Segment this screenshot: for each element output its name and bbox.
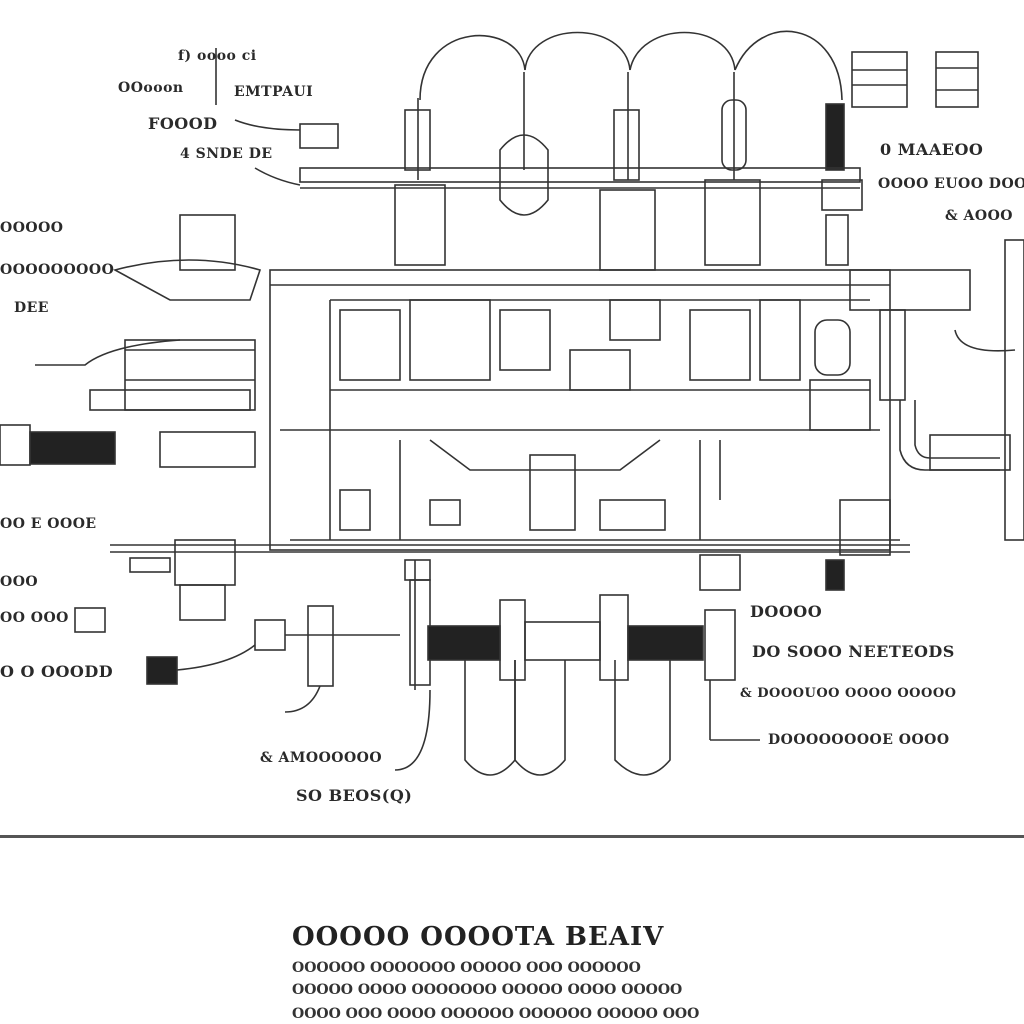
label-left-5: OOO	[0, 574, 39, 590]
arch-3	[629, 31, 736, 71]
label-right-low-2: DO SOOO NEETEODS	[752, 642, 955, 661]
label-right-low-1: DOOOO	[750, 602, 823, 621]
label-left-6: OO OOO	[0, 610, 69, 626]
label-left-7: O O OOODD	[0, 662, 114, 681]
label-right-top-2: OOOO EUOO DOOO	[878, 176, 1024, 192]
label-left-2: OOOOOOOOO	[0, 262, 115, 278]
arch-2	[524, 31, 631, 71]
label-top-left-5: 4 SNDE DE	[180, 146, 273, 162]
caption-line-2: OOOOO OOOO OOOOOOO OOOOO OOOO OOOOO	[292, 982, 683, 998]
label-bottom-center-1: & AMOOOOOO	[260, 750, 383, 766]
label-top-left-1: f) oooo ci	[178, 48, 257, 64]
label-left-3: DEE	[14, 300, 49, 316]
label-top-left-2: OOooon	[118, 80, 184, 96]
label-top-left-3: EMTPAUI	[234, 84, 314, 100]
caption-line-3: OOOO OOO OOOO OOOOOO OOOOOO OOOOO OOO	[292, 1006, 700, 1022]
separator-rule	[0, 835, 1024, 838]
caption-line-1: OOOOOO OOOOOOO OOOOO OOO OOOOOO	[292, 960, 641, 976]
label-right-low-4: DOOOOOOOOE OOOO	[768, 732, 950, 748]
label-left-4: OO E OOOE	[0, 516, 97, 532]
arch-4	[734, 30, 843, 101]
label-bottom-center-2: SO BEOS(Q)	[296, 786, 413, 805]
arch-1	[419, 34, 526, 101]
label-top-left-4: FOOOD	[148, 114, 218, 133]
caption-title: OOOOO OOOOTA BEAIV	[292, 922, 665, 952]
label-right-top-1: 0 MAAEOO	[880, 140, 984, 159]
label-right-top-3: & AOOO	[945, 208, 1013, 224]
label-left-1: OOOOO	[0, 220, 64, 236]
label-right-low-3: & DOOOUOO OOOO OOOOO	[740, 686, 957, 701]
